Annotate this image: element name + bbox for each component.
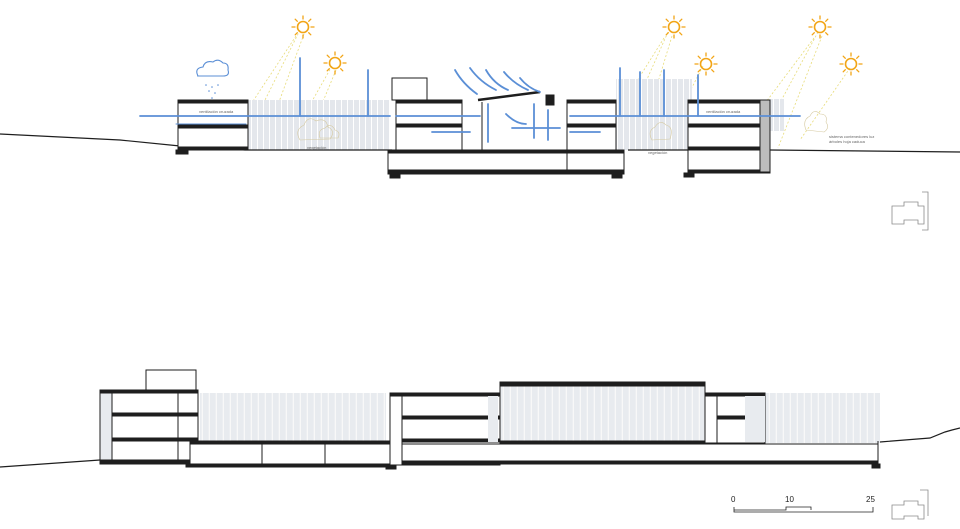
sun-icon [808, 15, 832, 39]
vegetation-label-mid: vegetación [648, 150, 667, 155]
airflow-lines [139, 57, 801, 143]
screen-mid [616, 79, 692, 150]
screen-b-right [765, 393, 880, 443]
screen-right [770, 99, 784, 131]
vegetation-label-left: vegetación [307, 145, 326, 150]
key-plan-b [891, 489, 929, 520]
ventilation-label-right: ventilación cruzada [706, 109, 741, 114]
scale-tick-25: 25 [866, 495, 875, 504]
scale-bar: 0 10 25 [731, 495, 875, 513]
screen-b-left [200, 393, 386, 443]
key-plan-a [891, 191, 929, 231]
ground-line-a [0, 133, 960, 153]
sun-icon [323, 51, 347, 75]
cloud-rain-icon [196, 59, 229, 99]
building-block-1 [175, 99, 249, 155]
sun-icon [694, 52, 718, 76]
sun-icon [662, 15, 686, 39]
ground-line-b [0, 427, 960, 468]
right-note-1: sistema contenedores luz [829, 134, 874, 139]
building-block-2 [387, 77, 625, 179]
building-b-structure [99, 369, 881, 470]
scale-tick-0: 0 [731, 495, 736, 504]
screen-b-center [500, 385, 705, 443]
vegetation [297, 111, 828, 141]
sun-icon [291, 15, 315, 39]
building-block-3 [683, 99, 771, 178]
section-a: colector agua [0, 15, 960, 231]
right-note-2: árboles hoja caduca [829, 139, 866, 144]
scale-tick-10: 10 [785, 495, 794, 504]
section-b: 0 10 25 [0, 369, 960, 520]
screen-left [248, 100, 390, 150]
sun-icon [839, 52, 863, 76]
ventilation-label-left: ventilación cruzada [199, 109, 234, 114]
